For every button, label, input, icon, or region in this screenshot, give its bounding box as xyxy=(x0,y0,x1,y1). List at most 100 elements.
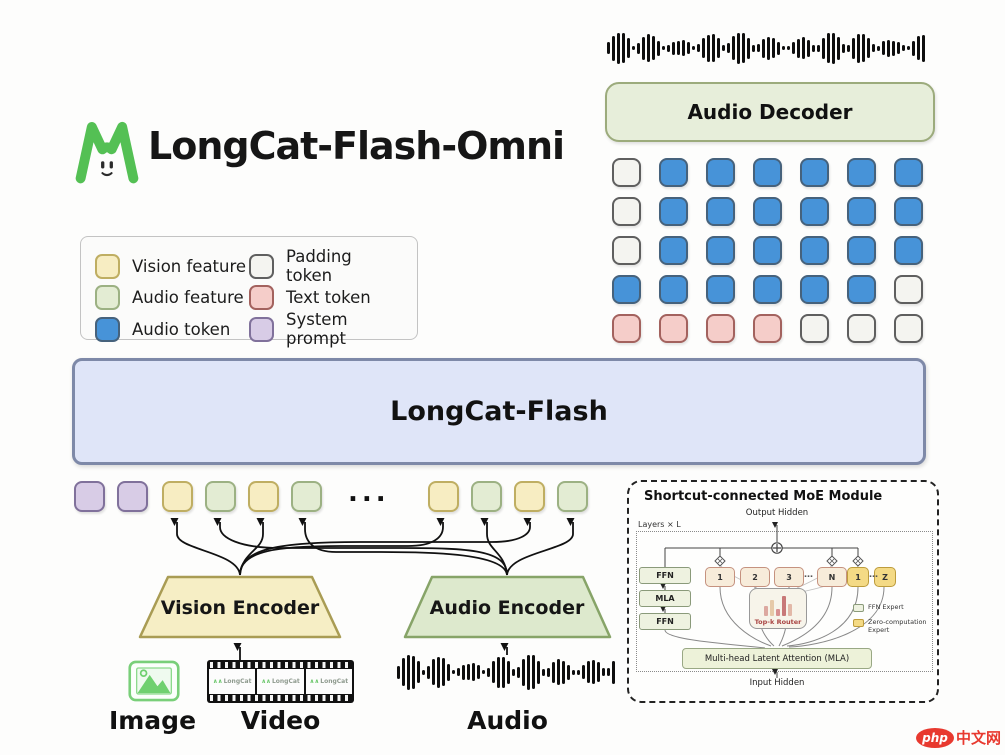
moe-mla-box: MLA xyxy=(639,590,691,607)
moe-module-box: Shortcut-connected MoE Module Layers × L… xyxy=(627,480,939,703)
waveform-bar xyxy=(722,45,725,51)
moe-title: Shortcut-connected MoE Module xyxy=(644,489,883,504)
frame-label: LongCat xyxy=(271,677,300,685)
row-token-audiof xyxy=(291,481,322,512)
waveform-bar xyxy=(627,38,630,58)
grid-token-padding xyxy=(612,236,641,265)
grid-token-audio xyxy=(753,275,782,304)
ffn-expert-box: 2 xyxy=(740,567,770,587)
grid-token-audio xyxy=(800,158,829,187)
waveform-bar xyxy=(812,44,815,52)
waveform-bar xyxy=(547,667,550,677)
waveform-bar xyxy=(717,38,720,58)
grid-token-padding xyxy=(894,314,923,343)
moe-ffn-top-box: FFN xyxy=(639,567,691,584)
row-token-vision xyxy=(428,481,459,512)
waveform-bar xyxy=(652,36,655,60)
frame-logo-icon: ∧∧ xyxy=(212,677,223,685)
waveform-bar xyxy=(782,46,785,50)
waveform-bar xyxy=(817,44,820,52)
waveform-bar xyxy=(832,32,835,64)
moe-legend-swatch-zero xyxy=(853,619,864,627)
waveform-bar xyxy=(527,654,530,690)
waveform-bar xyxy=(667,44,670,52)
image-icon xyxy=(128,660,180,702)
waveform-bar xyxy=(787,46,790,50)
row-token-vision xyxy=(248,481,279,512)
row-token-vision xyxy=(162,481,193,512)
legend-swatch-audiof xyxy=(95,285,120,310)
waveform-bar xyxy=(522,658,525,686)
legend-label: Vision feature xyxy=(132,256,247,276)
film-frame: ∧∧LongCat xyxy=(257,668,304,695)
waveform-bar xyxy=(497,656,500,688)
vision-encoder-label: Vision Encoder xyxy=(160,597,320,619)
grid-token-audio xyxy=(753,197,782,226)
grid-token-audio xyxy=(847,158,876,187)
waveform-bar xyxy=(512,668,515,676)
grid-token-audio xyxy=(753,158,782,187)
waveform-bar xyxy=(857,33,860,63)
frame-label: LongCat xyxy=(320,677,349,685)
waveform-bar xyxy=(562,660,565,684)
grid-token-padding xyxy=(800,314,829,343)
waveform-bar xyxy=(457,668,460,676)
grid-token-audio xyxy=(706,158,735,187)
waveform-bar xyxy=(737,32,740,64)
waveform-bar xyxy=(477,665,480,679)
legend-item-system: System prompt xyxy=(249,310,403,348)
legend-label: Padding token xyxy=(286,247,352,285)
waveform-bar xyxy=(462,664,465,680)
waveform-bar xyxy=(727,43,730,53)
legend-item-padding: Padding token xyxy=(249,247,403,285)
waveform-bar xyxy=(602,668,605,676)
grid-token-audio xyxy=(659,236,688,265)
waveform-bar xyxy=(872,44,875,52)
waveform-bar xyxy=(532,655,535,689)
grid-token-audio xyxy=(800,197,829,226)
grid-token-padding xyxy=(847,314,876,343)
moe-legend-item-ffn: FFN Expert xyxy=(853,603,930,612)
longcat-logo-icon xyxy=(75,121,139,184)
waveform-bar xyxy=(792,42,795,54)
waveform-bar xyxy=(902,45,905,51)
waveform-bar xyxy=(877,45,880,51)
row-token-system xyxy=(117,481,148,512)
legend-swatch-audio xyxy=(95,316,120,342)
grid-token-audio xyxy=(612,275,641,304)
experts-ellipsis: … xyxy=(804,570,813,580)
waveform-bar xyxy=(797,38,800,58)
ffn-expert-box: 3 xyxy=(774,567,804,587)
filmstrip-frames: ∧∧LongCat∧∧LongCat∧∧LongCat xyxy=(209,668,352,695)
waveform-bar xyxy=(577,669,580,675)
grid-token-audio xyxy=(847,197,876,226)
legend-swatch-vision xyxy=(95,253,120,279)
waveform-bar xyxy=(762,38,765,58)
waveform-bar xyxy=(607,42,610,54)
grid-token-audio xyxy=(800,236,829,265)
grid-token-audio xyxy=(706,236,735,265)
row-token-audiof xyxy=(205,481,236,512)
waveform-bar xyxy=(922,34,925,62)
moe-output-hidden-label: Output Hidden xyxy=(745,508,809,518)
watermark: php 中文网 xyxy=(916,727,1001,748)
output-waveform-icon xyxy=(607,30,931,66)
waveform-bar xyxy=(552,661,555,683)
grid-token-audio xyxy=(894,197,923,226)
grid-token-audio xyxy=(706,275,735,304)
grid-token-audio xyxy=(706,197,735,226)
router-bars-icon xyxy=(764,594,792,616)
filmstrip-sprockets-bottom xyxy=(210,695,351,701)
grid-token-text xyxy=(659,314,688,343)
grid-token-audio xyxy=(659,275,688,304)
zero-expert-box: 1 xyxy=(847,567,869,587)
waveform-bar xyxy=(732,36,735,60)
legend-label: System prompt xyxy=(286,310,348,348)
waveform-bar xyxy=(897,42,900,54)
ffn-expert-box: 1 xyxy=(705,567,735,587)
waveform-bar xyxy=(542,668,545,676)
waveform-bar xyxy=(907,46,910,50)
frame-logo-icon: ∧∧ xyxy=(309,677,320,685)
waveform-bar xyxy=(467,664,470,680)
